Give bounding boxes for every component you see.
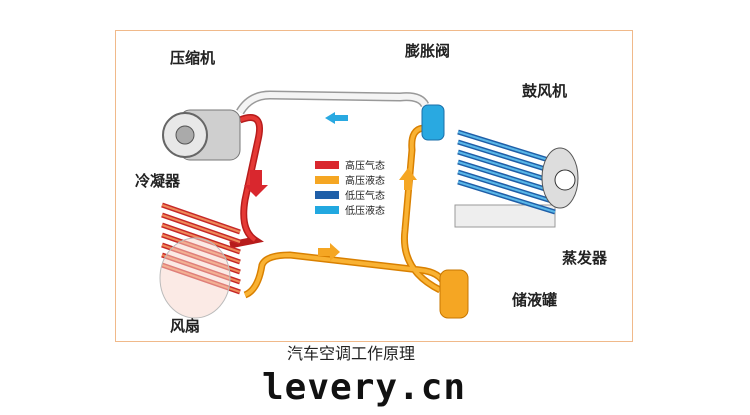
evaporator-base [454, 204, 556, 228]
receiver-drier [439, 269, 469, 319]
blower-fan [554, 169, 576, 191]
label-evaporator: 蒸发器 [562, 249, 608, 267]
legend-item: 低压液态 [315, 202, 385, 217]
label-condenser: 冷凝器 [135, 172, 181, 190]
legend-item: 高压液态 [315, 172, 385, 187]
label-blower: 鼓风机 [522, 82, 568, 100]
legend-swatch [315, 190, 339, 199]
legend-label: 高压液态 [345, 176, 385, 187]
label-receiver: 储液罐 [512, 291, 558, 309]
watermark: levery.cn [262, 367, 467, 408]
flow-arrow-up-icon [399, 168, 417, 190]
suction-pipe-highlight [237, 91, 428, 114]
diagram-frame [115, 30, 633, 342]
legend-label: 高压气态 [345, 161, 385, 172]
compressor [162, 109, 241, 161]
legend-swatch [315, 205, 339, 214]
evaporator [454, 129, 556, 228]
legend-swatch [315, 175, 339, 184]
legend-item: 低压气态 [315, 187, 385, 202]
label-fan: 风扇 [170, 317, 201, 335]
flow-arrow-left-icon [325, 112, 348, 124]
legend-label: 低压气态 [345, 191, 385, 202]
evaporator-coils [457, 129, 556, 215]
flow-arrow-right-icon [318, 243, 340, 261]
fan [159, 237, 231, 319]
caption: 汽车空调工作原理 [287, 344, 416, 363]
flow-arrow-down-icon [244, 170, 268, 197]
legend-swatch [315, 160, 339, 169]
label-expansion-valve: 膨胀阀 [405, 42, 451, 60]
evaporator-coils-highlight [457, 131, 556, 213]
label-compressor: 压缩机 [170, 49, 216, 67]
legend-item: 高压气态 [315, 157, 385, 172]
blower [541, 147, 579, 209]
compressor-pulley-hub [175, 125, 195, 145]
expansion-valve [421, 104, 445, 141]
liquid-pipe-highlight [244, 126, 447, 297]
legend-label: 低压液态 [345, 206, 385, 217]
